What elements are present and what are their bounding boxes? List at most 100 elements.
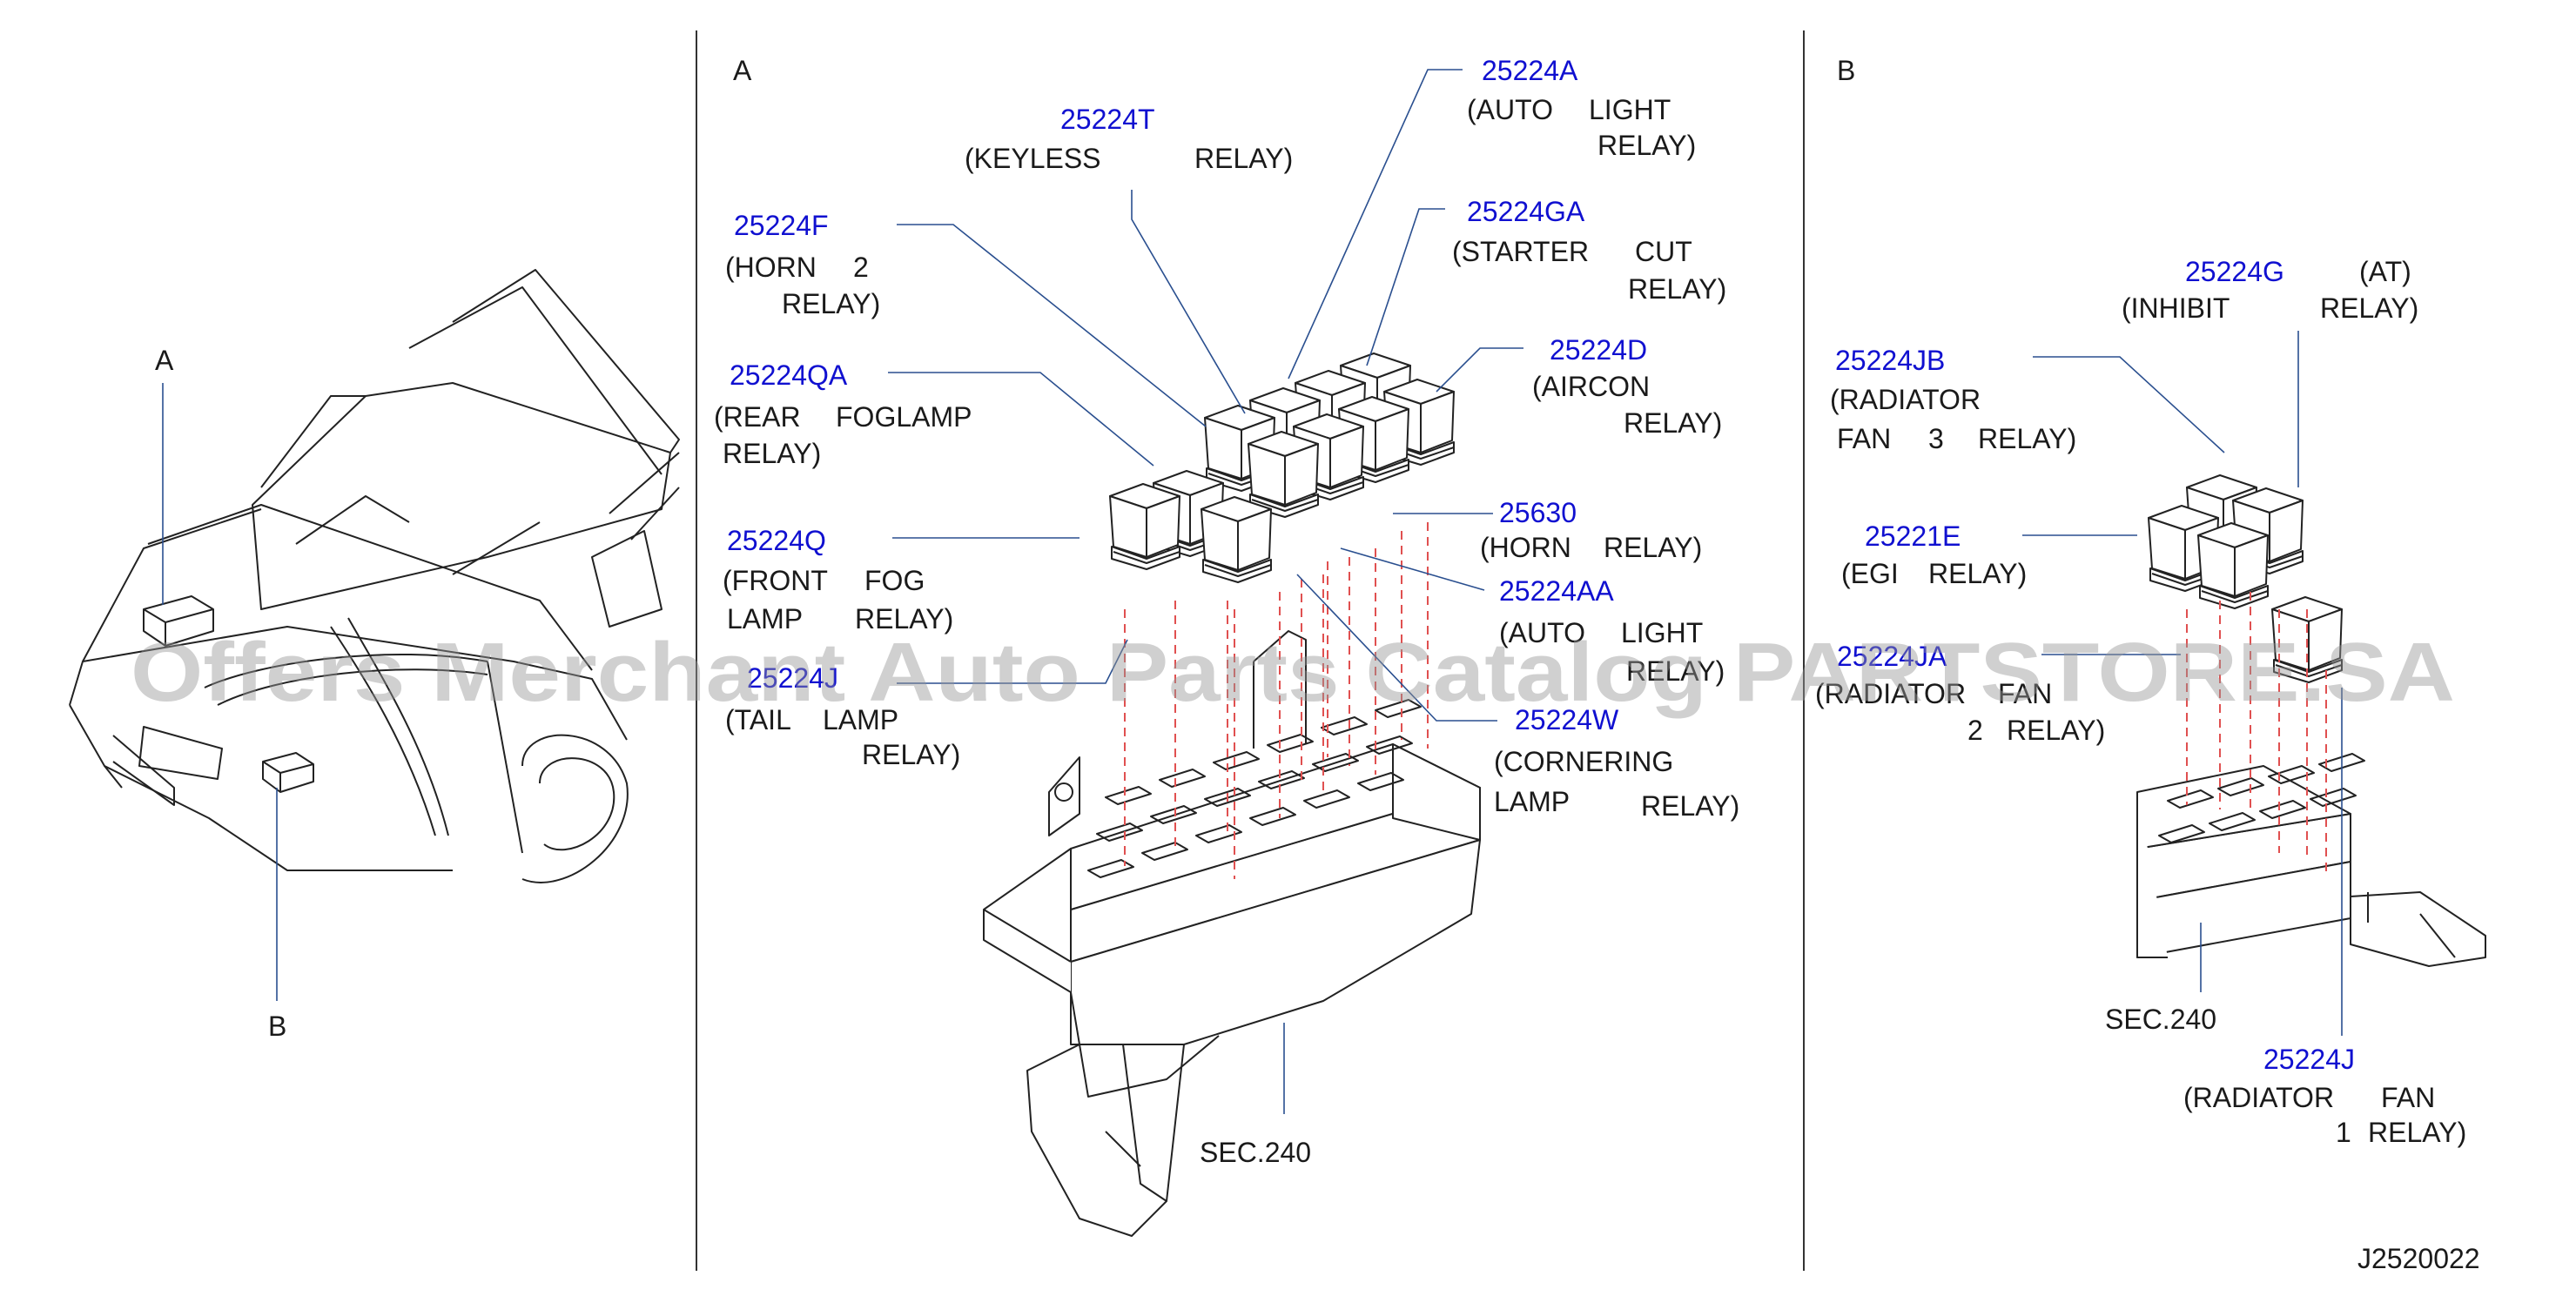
part-25224F[interactable]: 25224F (HORN 2 RELAY) — [725, 210, 880, 319]
svg-text:LAMP: LAMP — [1494, 786, 1570, 817]
part-25224QA[interactable]: 25224QA (REAR FOGLAMP RELAY) — [714, 359, 972, 469]
svg-text:25224J: 25224J — [747, 662, 838, 694]
svg-text:3: 3 — [1928, 423, 1944, 454]
socket-b-0-1 — [2209, 812, 2256, 831]
svg-text:LIGHT: LIGHT — [1589, 94, 1671, 125]
socket-a-1-4 — [1312, 753, 1359, 772]
svg-text:RELAY): RELAY) — [855, 603, 953, 635]
svg-text:2: 2 — [1967, 715, 1983, 746]
car-overview: A B — [69, 269, 680, 1042]
part-25224J-radiator[interactable]: 25224J (RADIATOR FAN 1 RELAY) — [2183, 1044, 2466, 1148]
svg-text:RELAY): RELAY) — [723, 438, 821, 469]
svg-text:25224Q: 25224Q — [727, 525, 826, 556]
socket-a-2-1 — [1159, 769, 1206, 788]
svg-text:FAN: FAN — [2381, 1082, 2435, 1113]
relay-b-4 — [2271, 596, 2343, 683]
drawing-id: J2520022 — [2357, 1243, 2480, 1274]
socket-a-2-0 — [1105, 786, 1152, 805]
car-label-b: B — [268, 1011, 286, 1042]
svg-text:(TAIL: (TAIL — [725, 704, 791, 735]
svg-text:(REAR: (REAR — [714, 401, 801, 433]
socket-b-0-0 — [2158, 824, 2205, 843]
relay-b-3 — [2197, 522, 2269, 609]
svg-text:(FRONT: (FRONT — [723, 565, 828, 596]
panel-b-sec-ref[interactable]: SEC.240 — [2105, 1004, 2216, 1035]
socket-b-0-2 — [2259, 800, 2306, 819]
svg-text:25224J: 25224J — [2263, 1044, 2355, 1075]
svg-text:RELAY): RELAY) — [2007, 715, 2105, 746]
svg-text:RELAY): RELAY) — [1641, 790, 1739, 822]
relay-a-7 — [1248, 431, 1319, 518]
svg-text:RELAY): RELAY) — [1194, 143, 1293, 174]
svg-text:RELAY): RELAY) — [862, 739, 960, 770]
panel-a-title: A — [733, 55, 752, 86]
svg-text:LIGHT: LIGHT — [1621, 617, 1703, 648]
part-25224G[interactable]: 25224G (AT) (INHIBIT RELAY) — [2122, 256, 2418, 324]
socket-a-1-1 — [1150, 805, 1197, 824]
socket-a-0-2 — [1195, 824, 1242, 843]
socket-a-2-5 — [1375, 699, 1422, 718]
socket-a-2-4 — [1321, 716, 1368, 735]
svg-text:(AT): (AT) — [2359, 256, 2411, 287]
part-25224D[interactable]: 25224D (AIRCON RELAY) — [1532, 334, 1722, 439]
svg-text:(INHIBIT: (INHIBIT — [2122, 292, 2230, 324]
svg-text:RELAY): RELAY) — [1624, 407, 1722, 439]
panel-b-leaders — [2022, 331, 2343, 1036]
part-25224J-tail[interactable]: 25224J (TAIL LAMP RELAY) — [725, 662, 960, 770]
svg-text:25630: 25630 — [1499, 497, 1577, 528]
svg-text:(RADIATOR: (RADIATOR — [2183, 1082, 2334, 1113]
socket-a-2-2 — [1213, 751, 1260, 770]
svg-text:RELAY): RELAY) — [1597, 130, 1696, 161]
svg-text:(STARTER: (STARTER — [1452, 236, 1589, 267]
svg-text:25224JA: 25224JA — [1837, 641, 1947, 672]
panel-a-leaders — [888, 69, 1523, 1114]
part-25224Q[interactable]: 25224Q (FRONT FOG LAMP RELAY) — [723, 525, 953, 635]
svg-text:FOGLAMP: FOGLAMP — [836, 401, 972, 433]
svg-text:(RADIATOR: (RADIATOR — [1815, 678, 1966, 709]
socket-b-1-1 — [2217, 777, 2264, 796]
socket-a-0-3 — [1249, 807, 1296, 826]
part-25221E[interactable]: 25221E (EGI RELAY) — [1841, 520, 2027, 589]
svg-text:2: 2 — [853, 252, 869, 283]
svg-text:(HORN: (HORN — [725, 252, 817, 283]
svg-text:(RADIATOR: (RADIATOR — [1830, 384, 1981, 415]
svg-text:RELAY): RELAY) — [1628, 273, 1726, 305]
socket-a-1-0 — [1096, 823, 1143, 842]
part-25224GA[interactable]: 25224GA (STARTER CUT RELAY) — [1452, 196, 1726, 305]
socket-a-2-3 — [1267, 734, 1314, 753]
svg-text:25224GA: 25224GA — [1467, 196, 1585, 227]
part-25224JA[interactable]: 25224JA (RADIATOR FAN 2 RELAY) — [1815, 641, 2105, 746]
panel-a-sec-ref[interactable]: SEC.240 — [1200, 1137, 1311, 1168]
socket-b-0-3 — [2310, 788, 2357, 807]
socket-a-0-0 — [1087, 859, 1134, 878]
socket-a-1-5 — [1366, 735, 1413, 755]
part-25224JB[interactable]: 25224JB (RADIATOR FAN 3 RELAY) — [1830, 345, 2076, 454]
panel-b-fuse-block — [2136, 474, 2486, 992]
svg-text:RELAY): RELAY) — [1626, 655, 1725, 687]
part-25630[interactable]: 25630 (HORN RELAY) — [1480, 497, 1702, 563]
car-label-a: A — [155, 345, 174, 376]
svg-text:25224AA: 25224AA — [1499, 575, 1614, 607]
part-25224T[interactable]: 25224T (KEYLESS RELAY) — [965, 104, 1293, 174]
socket-a-0-1 — [1141, 842, 1188, 861]
svg-text:(HORN: (HORN — [1480, 532, 1571, 563]
socket-a-0-5 — [1357, 772, 1404, 791]
svg-text:(AUTO: (AUTO — [1499, 617, 1585, 648]
part-25224A[interactable]: 25224A (AUTO LIGHT RELAY) — [1467, 55, 1696, 161]
svg-text:RELAY): RELAY) — [2368, 1117, 2466, 1148]
svg-text:(EGI: (EGI — [1841, 558, 1899, 589]
part-25224AA[interactable]: 25224AA (AUTO LIGHT RELAY) — [1499, 575, 1725, 687]
part-25224W[interactable]: 25224W (CORNERING LAMP RELAY) — [1494, 704, 1739, 822]
panel-a-fuse-block — [983, 353, 1481, 1237]
svg-text:RELAY): RELAY) — [1928, 558, 2027, 589]
svg-text:RELAY): RELAY) — [2320, 292, 2418, 324]
svg-text:RELAY): RELAY) — [1604, 532, 1702, 563]
socket-a-1-3 — [1258, 770, 1305, 789]
svg-text:25224G: 25224G — [2185, 256, 2284, 287]
svg-text:(AUTO: (AUTO — [1467, 94, 1553, 125]
svg-text:CUT: CUT — [1635, 236, 1692, 267]
svg-text:25224A: 25224A — [1482, 55, 1578, 86]
svg-text:(AIRCON: (AIRCON — [1532, 371, 1650, 402]
